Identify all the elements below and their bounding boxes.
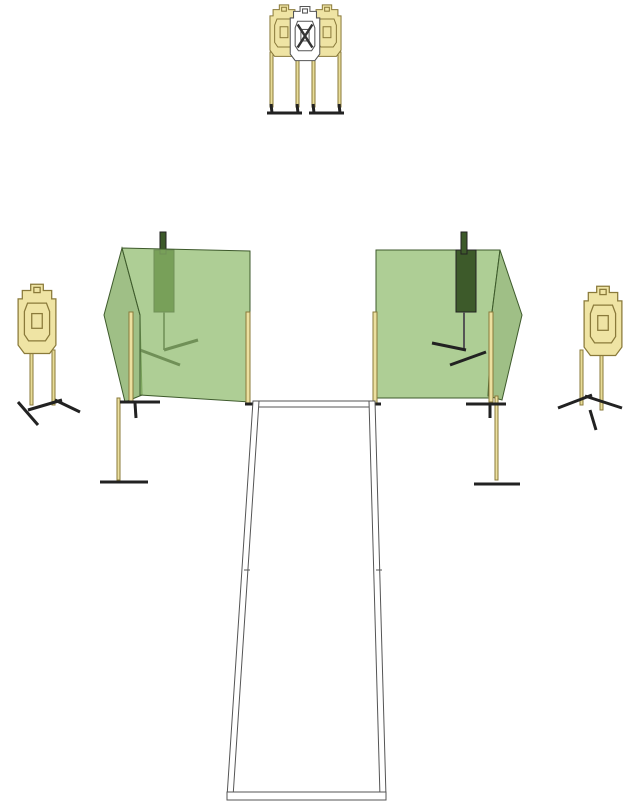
- far-target-array: [267, 4, 344, 115]
- right-edge-target: [557, 285, 623, 431]
- left-wall-assembly: [100, 231, 258, 484]
- left-wall-front: [121, 247, 251, 403]
- left-edge-target: [16, 283, 81, 426]
- right-hidden-target: [431, 231, 487, 367]
- right-wall-front: [375, 249, 501, 399]
- far-no-shoot: [289, 5, 321, 62]
- right-wall-assembly: [368, 231, 523, 486]
- shooting-box: [226, 400, 387, 801]
